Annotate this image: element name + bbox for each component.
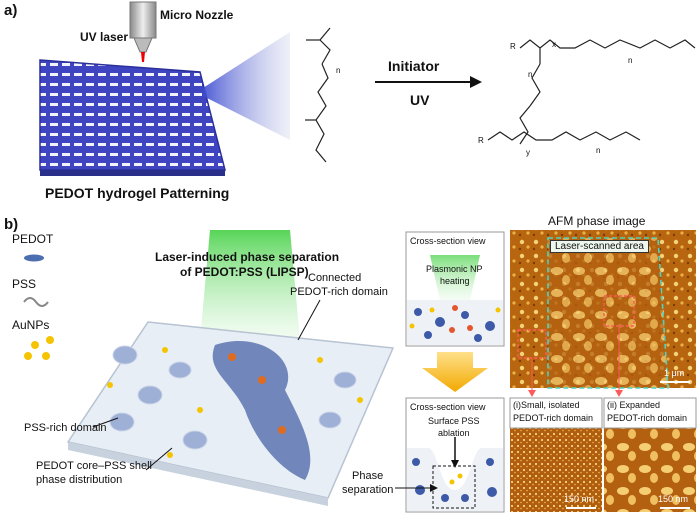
ablation-line2: ablation bbox=[438, 428, 470, 438]
panel-b-label: b) bbox=[4, 216, 19, 233]
lipsp-line1: Laser-induced phase separation bbox=[155, 250, 340, 264]
pss-rich-leader bbox=[92, 417, 119, 428]
cross-section-bottom-title: Cross-section view bbox=[410, 402, 486, 412]
panel-a-label: a) bbox=[4, 2, 18, 19]
uv-label: UV bbox=[410, 92, 430, 108]
micro-nozzle bbox=[129, 1, 157, 39]
product-n-bottom: n bbox=[596, 146, 601, 155]
pss-glyph bbox=[23, 297, 49, 307]
product-x: x bbox=[552, 40, 556, 49]
initiator-label: Initiator bbox=[388, 58, 440, 74]
legend-aunps: AuNPs bbox=[12, 318, 50, 332]
product-y: y bbox=[526, 148, 530, 157]
connected-line1: Connected bbox=[308, 272, 362, 284]
connected-line2: PEDOT-rich domain bbox=[290, 286, 388, 298]
sub-i-line2: PEDOT-rich domain bbox=[513, 413, 594, 423]
lipsp-line2: of PEDOT:PSS (LIPSP) bbox=[180, 265, 309, 279]
plasmonic-line2: heating bbox=[440, 276, 470, 286]
aunp-glyph bbox=[31, 341, 39, 349]
connected-leader bbox=[297, 299, 321, 341]
legend-pss: PSS bbox=[12, 277, 37, 291]
scale-ii-label: 150 nm bbox=[658, 494, 689, 504]
transition-arrow bbox=[422, 352, 488, 392]
hydrogel-grid bbox=[39, 59, 226, 171]
monomer-structure bbox=[305, 27, 331, 163]
scale-i-label: 150 nm bbox=[564, 494, 595, 504]
phase-line1: Phase bbox=[352, 470, 384, 482]
product-n-mid: n bbox=[528, 70, 533, 79]
phase-line2: separation bbox=[342, 484, 394, 496]
product-r-top: R bbox=[510, 42, 516, 51]
core-shell-leader bbox=[145, 447, 173, 471]
product-n-top: n bbox=[628, 56, 633, 65]
core-shell-line1: PEDOT core–PSS shell bbox=[36, 460, 152, 472]
zoom-beam bbox=[203, 32, 290, 140]
cross-section-top-title: Cross-section view bbox=[410, 236, 486, 246]
core-shell-line2: phase distribution bbox=[36, 474, 123, 486]
core-shell-particles bbox=[109, 345, 357, 450]
pedot-glyph bbox=[24, 254, 44, 262]
afm-title: AFM phase image bbox=[548, 214, 646, 228]
green-laser bbox=[200, 230, 300, 340]
sub-ii-line2: PEDOT-rich domain bbox=[607, 413, 688, 423]
pss-rich-label: PSS-rich domain bbox=[24, 422, 107, 434]
monomer-n: n bbox=[336, 66, 341, 75]
laser-scanned-outline bbox=[547, 237, 669, 389]
product-structure bbox=[487, 39, 696, 145]
patterning-caption: PEDOT hydrogel Patterning bbox=[45, 185, 230, 201]
ablation-line1: Surface PSS bbox=[428, 416, 480, 426]
micro-nozzle-label: Micro Nozzle bbox=[160, 8, 234, 22]
sub-i-line1: (i)Small, isolated bbox=[513, 400, 580, 410]
plasmonic-line1: Plasmonic NP bbox=[426, 264, 483, 274]
product-r-bottom: R bbox=[478, 136, 484, 145]
scale-main-label: 1 μm bbox=[664, 368, 685, 378]
laser-scanned-label: Laser-scanned area bbox=[550, 240, 649, 253]
pedot-rich-domain bbox=[212, 341, 311, 480]
sub-ii-line1: (ii) Expanded bbox=[607, 400, 661, 410]
legend-pedot: PEDOT bbox=[12, 232, 54, 246]
uv-laser-label: UV laser bbox=[80, 30, 129, 44]
